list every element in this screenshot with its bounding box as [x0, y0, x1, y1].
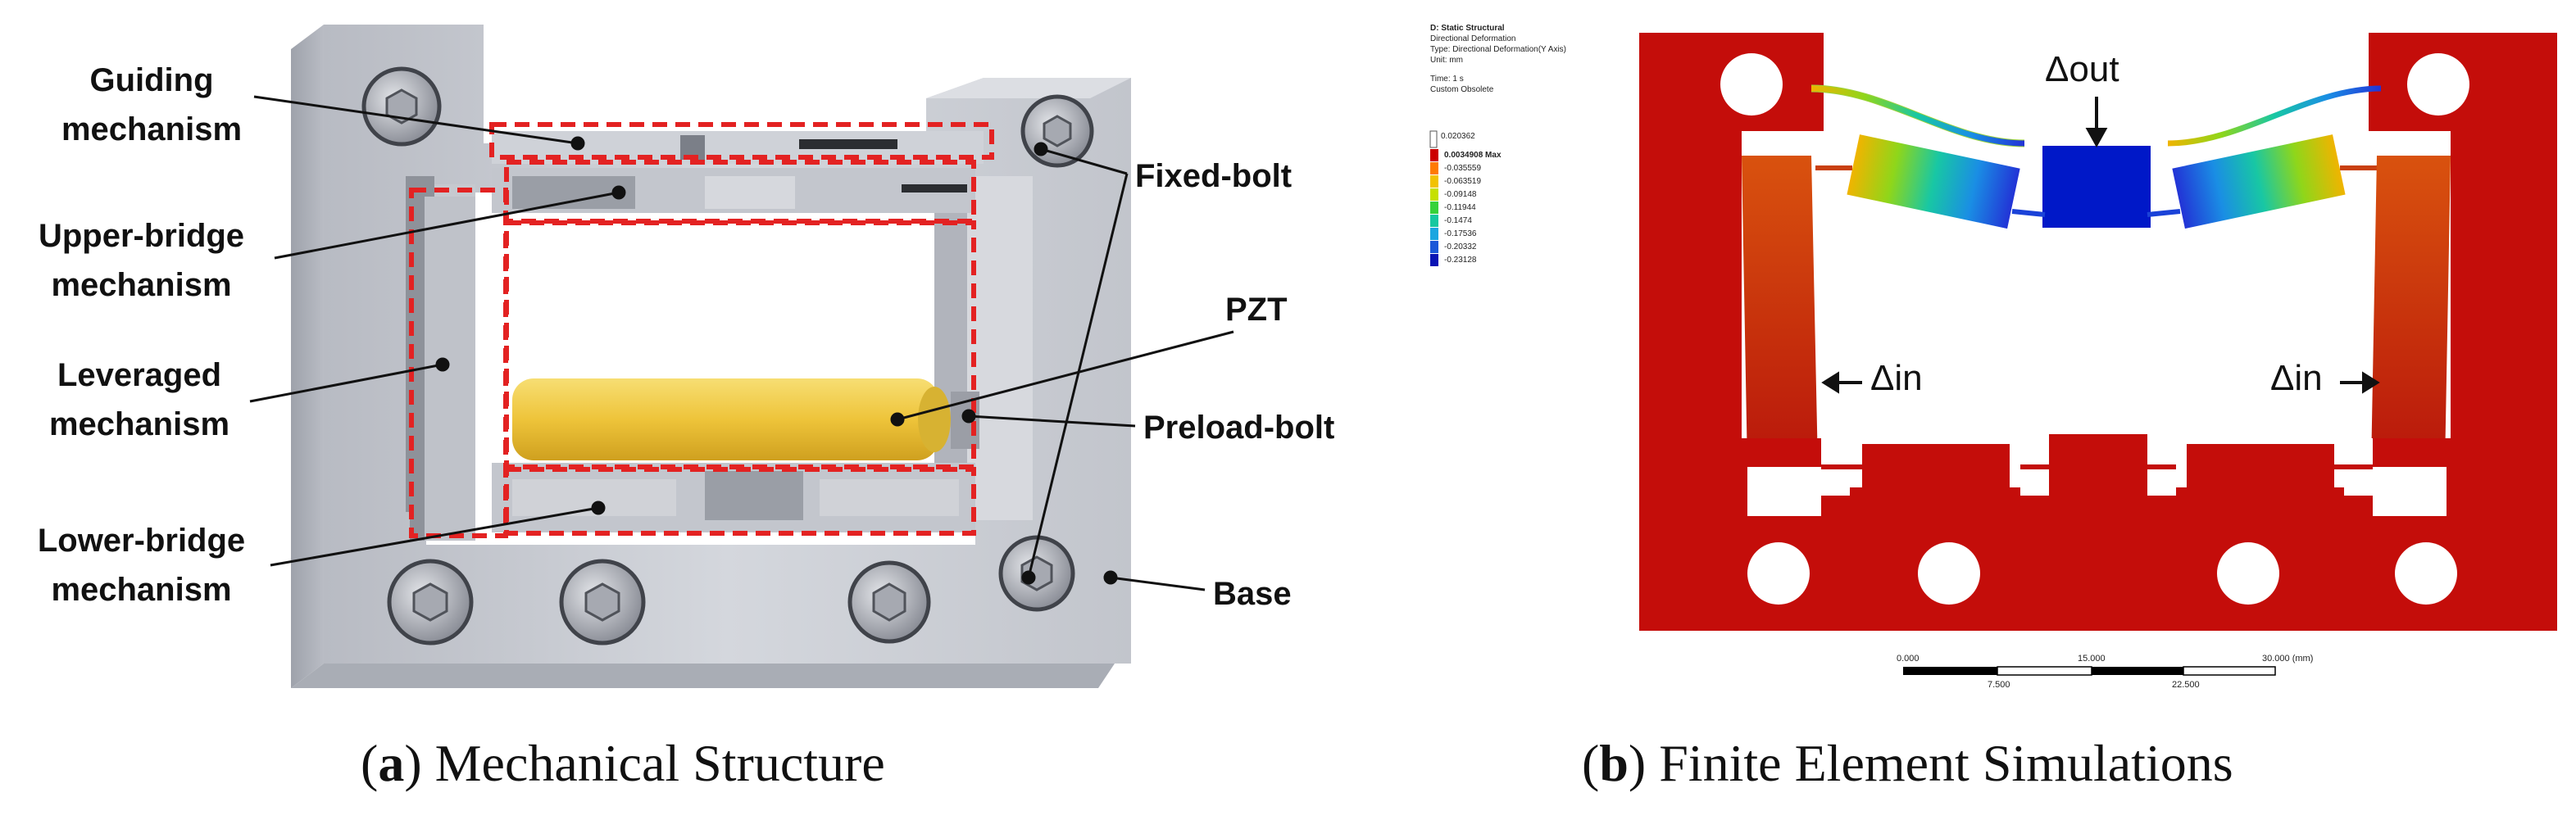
scale-tick-22-5: 22.500 [2172, 680, 2200, 690]
label-delta-in-right: Δin [2270, 358, 2323, 398]
legend-swatch [1430, 228, 1438, 240]
label-leveraged-line1: Leveraged [57, 357, 222, 393]
legend-swatch [1430, 162, 1438, 174]
label-guiding-mechanism: Guiding mechanism [57, 56, 246, 154]
legend-header-unit: Unit: mm [1430, 56, 1463, 65]
label-preload-bolt: Preload-bolt [1143, 410, 1335, 446]
legend-value: -0.20332 [1444, 242, 1477, 251]
label-fixed-bolt: Fixed-bolt [1135, 158, 1293, 194]
label-upper-bridge-line2: mechanism [51, 267, 232, 303]
caption-b-letter: b [1599, 734, 1629, 792]
legend-value: -0.11944 [1444, 203, 1476, 212]
legend-value: -0.09148 [1444, 190, 1477, 199]
legend-values: 0.0034908 Max -0.035559 -0.063519 -0.09148 -… [1444, 149, 1502, 267]
legend-swatch [1430, 254, 1438, 266]
label-lower-bridge-line2: mechanism [51, 572, 232, 608]
legend-swatch [1430, 175, 1438, 188]
legend-value: -0.035559 [1444, 164, 1482, 173]
legend-swatch [1430, 215, 1438, 227]
fe-legend: D: Static Structural Directional Deforma… [1430, 23, 1566, 95]
caption-a: (a) Mechanical Structure [361, 734, 885, 792]
legend-header-type: Type: Directional Deformation(Y Axis) [1430, 45, 1566, 54]
label-base: Base [1213, 576, 1292, 612]
legend-value: 0.0034908 Max [1444, 151, 1502, 160]
label-delta-out: Δout [2045, 49, 2119, 89]
caption-a-text: Mechanical Structure [434, 734, 885, 792]
label-guiding-line2: mechanism [61, 111, 243, 147]
scale-tick-30: 30.000 (mm) [2262, 654, 2314, 664]
label-leveraged-mechanism: Leveraged mechanism [29, 351, 250, 449]
caption-a-letter: a [378, 734, 405, 792]
legend-value: -0.063519 [1444, 177, 1482, 186]
label-leveraged-line2: mechanism [48, 406, 230, 442]
label-delta-in-left: Δin [1870, 358, 1923, 398]
legend-value: -0.23128 [1444, 256, 1477, 265]
legend-header-custom: Custom Obsolete [1430, 85, 1494, 94]
label-lower-bridge-line1: Lower-bridge [37, 523, 246, 559]
label-pzt: PZT [1225, 292, 1288, 328]
scale-tick-0: 0.000 [1897, 654, 1920, 664]
legend-header-result: Directional Deformation [1430, 34, 1516, 43]
legend-swatch [1430, 241, 1438, 253]
label-upper-bridge-line1: Upper-bridge [38, 218, 245, 254]
label-lower-bridge-mechanism: Lower-bridge mechanism [16, 516, 266, 614]
legend-value: -0.17536 [1444, 229, 1477, 238]
scale-tick-7-5: 7.500 [1988, 680, 2010, 690]
legend-top-label: 0.020362 [1441, 132, 1475, 141]
scale-tick-15: 15.000 [2078, 654, 2106, 664]
label-guiding-line1: Guiding [89, 62, 214, 98]
caption-b-text: Finite Element Simulations [1659, 734, 2233, 792]
legend-header-time: Time: 1 s [1430, 75, 1464, 84]
legend-top-value: 0.020362 [1441, 131, 1475, 142]
label-upper-bridge-mechanism: Upper-bridge mechanism [16, 211, 266, 310]
legend-swatch [1430, 202, 1438, 214]
legend-value: -0.1474 [1444, 216, 1472, 225]
legend-swatch [1430, 188, 1438, 201]
legend-swatch [1430, 149, 1438, 161]
caption-b: (b) Finite Element Simulations [1582, 734, 2233, 792]
legend-header-title: D: Static Structural [1430, 24, 1505, 33]
